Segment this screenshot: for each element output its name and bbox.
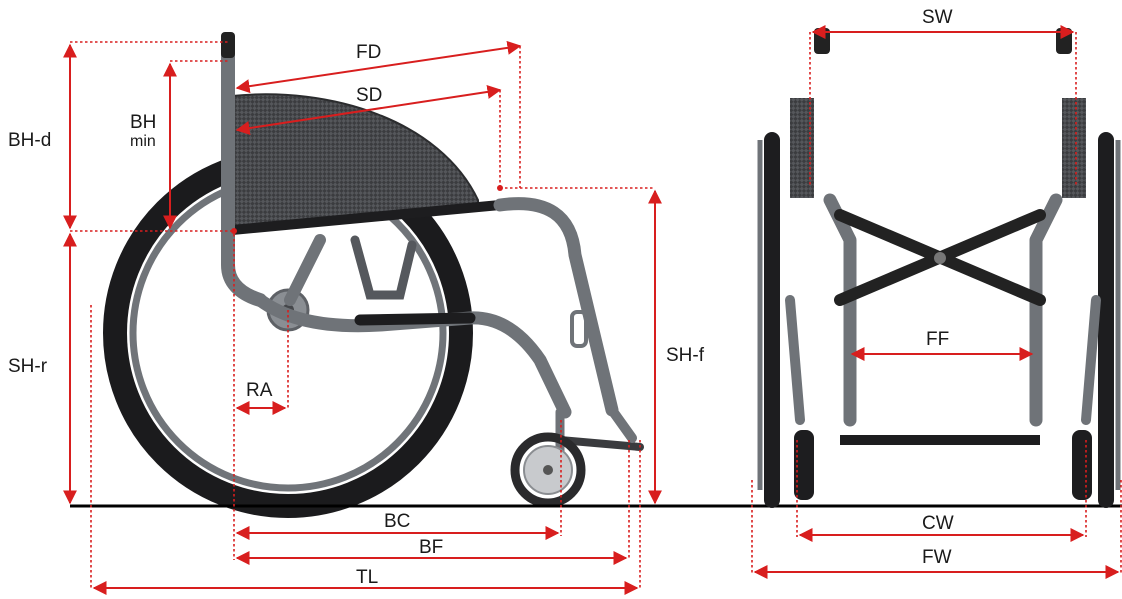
dimension-lines-side (63, 40, 662, 595)
label-bf: BF (419, 537, 443, 558)
label-sh-f: SH-f (666, 345, 705, 366)
label-ff: FF (926, 329, 949, 350)
push-handle (221, 32, 235, 58)
front-caster (510, 432, 586, 508)
label-bc: BC (384, 511, 410, 532)
label-bh: BH (130, 112, 156, 133)
footrest (556, 436, 644, 451)
front-frame (493, 197, 619, 417)
dimension-labels: BH-d BH min FD SD SH-r SH-f RA BC BF TL … (8, 7, 954, 588)
label-sh-r: SH-r (8, 356, 48, 377)
seat-rail (227, 200, 505, 235)
label-fd: FD (356, 42, 381, 63)
label-sw: SW (922, 7, 953, 28)
label-bh-d: BH-d (8, 130, 51, 151)
label-tl: TL (356, 567, 378, 588)
label-ra: RA (246, 380, 273, 401)
label-sd: SD (356, 85, 382, 106)
front-view-wheelchair (757, 26, 1121, 508)
sd-dimension (235, 84, 502, 136)
dimension-lines-front (751, 25, 1122, 579)
label-fw: FW (922, 547, 952, 568)
fd-dimension (235, 40, 522, 94)
label-cw: CW (922, 513, 954, 534)
label-bh-min: min (130, 133, 156, 150)
back-post (221, 35, 267, 307)
